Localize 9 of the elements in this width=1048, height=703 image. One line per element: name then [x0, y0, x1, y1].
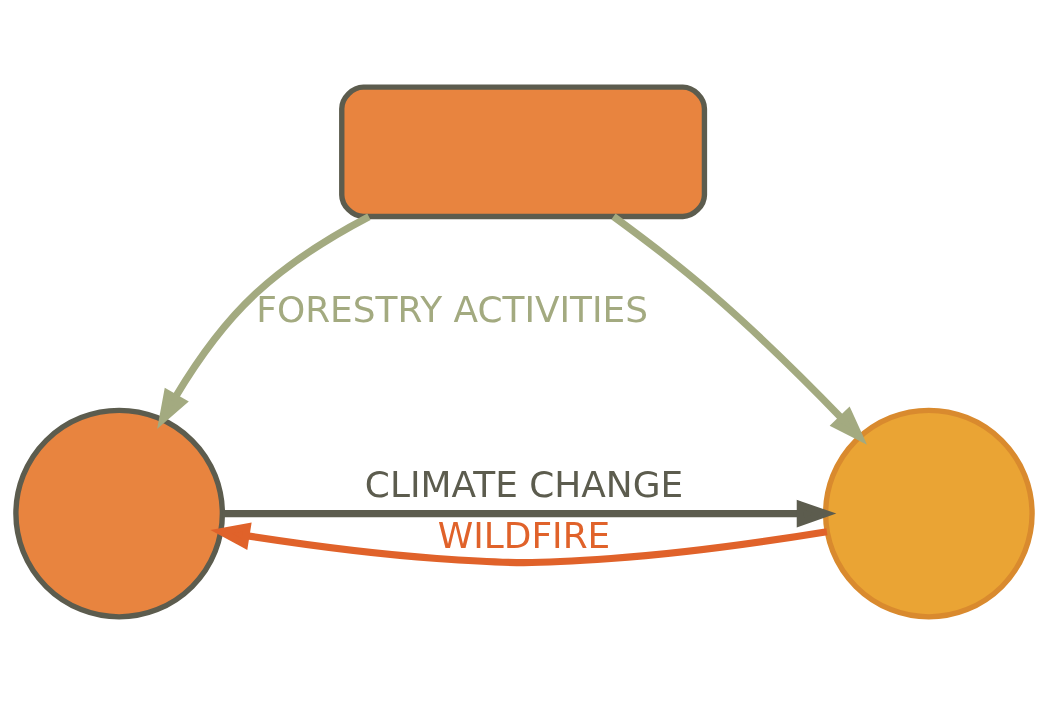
edge-label: WILDFIRE	[437, 514, 611, 556]
edge-label: FORESTRY ACTIVITIES	[256, 288, 649, 330]
node-circle	[13, 407, 226, 619]
arrow	[611, 213, 868, 445]
edge-label: CLIMATE CHANGE	[364, 463, 684, 505]
arrow	[210, 522, 828, 566]
node-box	[339, 84, 708, 219]
arrow	[157, 213, 371, 429]
arrow	[222, 499, 837, 527]
